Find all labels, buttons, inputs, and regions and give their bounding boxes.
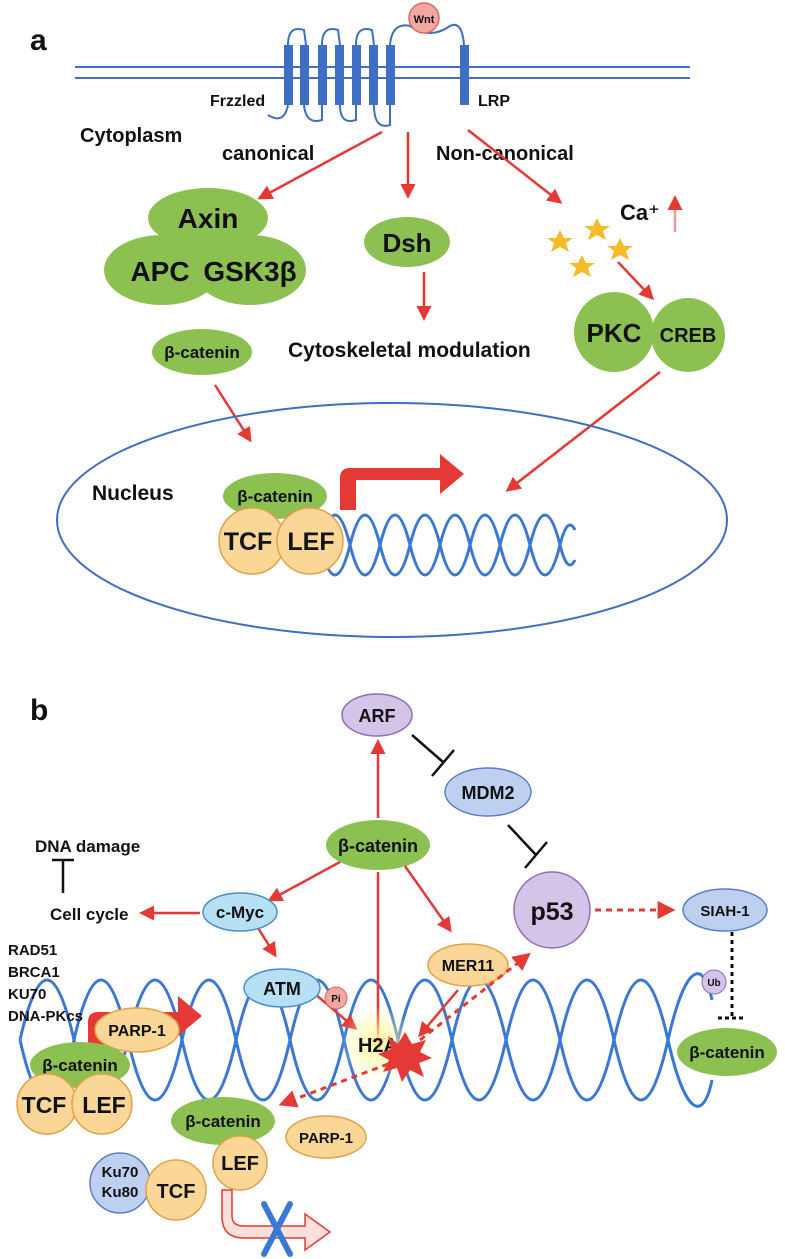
beta-catenin-right	[677, 1028, 777, 1076]
block-x-icon	[261, 1201, 293, 1257]
destruction-complex	[104, 188, 306, 305]
lrp-receptor	[460, 45, 469, 105]
nucleus	[56, 402, 728, 638]
siah1-node	[682, 888, 768, 932]
p53-label: p53	[530, 898, 573, 926]
transcription-arrow	[340, 454, 464, 510]
cytoskeletal-label: Cytoskeletal modulation	[288, 339, 531, 362]
pkc-node	[574, 292, 654, 372]
mer11-node	[427, 943, 509, 987]
inhibition-lines	[52, 734, 548, 893]
lrp-label: LRP	[478, 93, 510, 110]
lef-left-node	[71, 1073, 133, 1135]
damage-betacat-arrow	[278, 1062, 389, 1108]
repair-gene-ku70: KU70	[8, 986, 46, 1003]
beta-catenin-nucleus-label: β-catenin	[237, 487, 313, 506]
parp1-top-node	[94, 1007, 180, 1053]
lef-label: LEF	[287, 528, 334, 556]
beta-catenin-mid	[171, 1097, 275, 1145]
siah1-label: SIAH-1	[700, 903, 749, 920]
cmyc-label: c-Myc	[216, 903, 264, 922]
arf-label: ARF	[359, 706, 396, 726]
calcium-arrow	[617, 261, 655, 301]
parp1-top-label: PARP-1	[108, 1023, 166, 1040]
cmyc-node	[202, 892, 278, 932]
repair-gene-brca1: BRCA1	[8, 964, 60, 981]
panel-a-label: a	[30, 24, 47, 57]
dsh-label: Dsh	[382, 228, 431, 258]
beta-catenin-mid-label: β-catenin	[185, 1112, 261, 1131]
beta-catenin-cytoplasm-label: β-catenin	[164, 343, 240, 362]
frizzled-loops	[267, 23, 465, 127]
tcf-bottom-label: TCF	[157, 1181, 196, 1203]
tcf-label: TCF	[224, 528, 273, 556]
mer11-label: MER11	[442, 958, 495, 975]
tcf-left-label: TCF	[22, 1092, 67, 1118]
ub-node	[701, 969, 727, 995]
panel-b-label: b	[30, 694, 48, 727]
tcf-bottom-node	[145, 1159, 207, 1221]
nucleus-dna	[318, 513, 577, 577]
calcium-label: Ca⁺	[620, 200, 660, 225]
dsh-node	[364, 217, 450, 267]
beta-catenin-left-label: β-catenin	[42, 1056, 118, 1075]
axin-label: Axin	[178, 203, 239, 234]
dna-damage-burst	[378, 1032, 432, 1082]
calcium-ions	[547, 218, 633, 277]
creb-label: CREB	[660, 325, 717, 347]
pi-label: Pi	[331, 994, 341, 1005]
creb-arrow	[505, 371, 661, 492]
pi-node	[324, 986, 348, 1010]
atm-label: ATM	[263, 979, 301, 999]
canonical-label: canonical	[222, 143, 314, 165]
pkc-label: PKC	[587, 318, 642, 348]
lef-mid-node	[212, 1135, 268, 1191]
ku80-label: Ku80	[102, 1184, 139, 1201]
beta-catenin-center	[326, 820, 430, 870]
mdm2-label: MDM2	[462, 783, 515, 803]
blocked-transcription-arrow	[221, 1189, 332, 1252]
lef-left-label: LEF	[82, 1092, 125, 1118]
parp1-mid-label: PARP-1	[299, 1130, 353, 1147]
creb-node	[651, 298, 725, 372]
atm-node	[243, 968, 321, 1008]
nucleus-label: Nucleus	[92, 482, 174, 505]
mdm2-node	[444, 767, 532, 817]
wnt-ligand	[408, 2, 440, 34]
gsk3b-label: GSK3β	[203, 256, 296, 287]
beta-catenin-right-label: β-catenin	[689, 1043, 765, 1062]
cell-membrane	[75, 66, 690, 79]
lef-mid-label: LEF	[221, 1153, 259, 1175]
ku70-ku80-node	[89, 1152, 151, 1214]
lef-node	[276, 507, 344, 575]
apc-label: APC	[130, 256, 189, 287]
dna-damage-label: DNA damage	[35, 837, 140, 856]
non-canonical-label: Non-canonical	[436, 143, 574, 165]
damage-p53-arrow	[419, 952, 531, 1042]
ub-label: Ub	[707, 978, 720, 989]
cell-cycle-label: Cell cycle	[50, 905, 128, 924]
beta-catenin-center-label: β-catenin	[338, 836, 418, 856]
ku70-label: Ku70	[102, 1164, 139, 1181]
repair-gene-dna-pkcs: DNA-PKcs	[8, 1008, 83, 1025]
p53-node	[513, 871, 591, 949]
beta-catenin-nuclear-arrow	[213, 384, 252, 443]
repair-gene-rad51: RAD51	[8, 942, 57, 959]
wnt-label: Wnt	[414, 14, 435, 26]
frizzled-label: Frzzled	[210, 93, 265, 110]
beta-catenin-cytoplasm	[152, 329, 252, 375]
parp1-mid-node	[285, 1115, 367, 1159]
frizzled-receptor	[284, 45, 395, 105]
cytoplasm-label: Cytoplasm	[80, 125, 182, 147]
arf-node	[341, 693, 413, 737]
receptor-arrows	[257, 129, 563, 204]
